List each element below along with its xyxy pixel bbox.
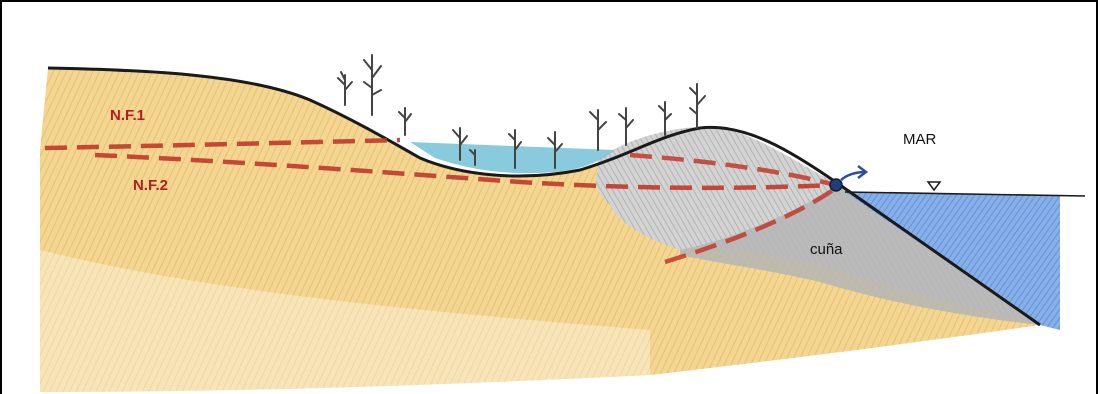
label-sea: MAR (903, 131, 937, 148)
discharge-point (830, 179, 842, 191)
water-level-triangle-icon (928, 182, 940, 190)
label-wedge: cuña (810, 241, 843, 258)
arrow-icon (841, 166, 866, 180)
label-nf1: N.F.1 (110, 107, 145, 124)
label-nf2: N.F.2 (133, 177, 168, 194)
